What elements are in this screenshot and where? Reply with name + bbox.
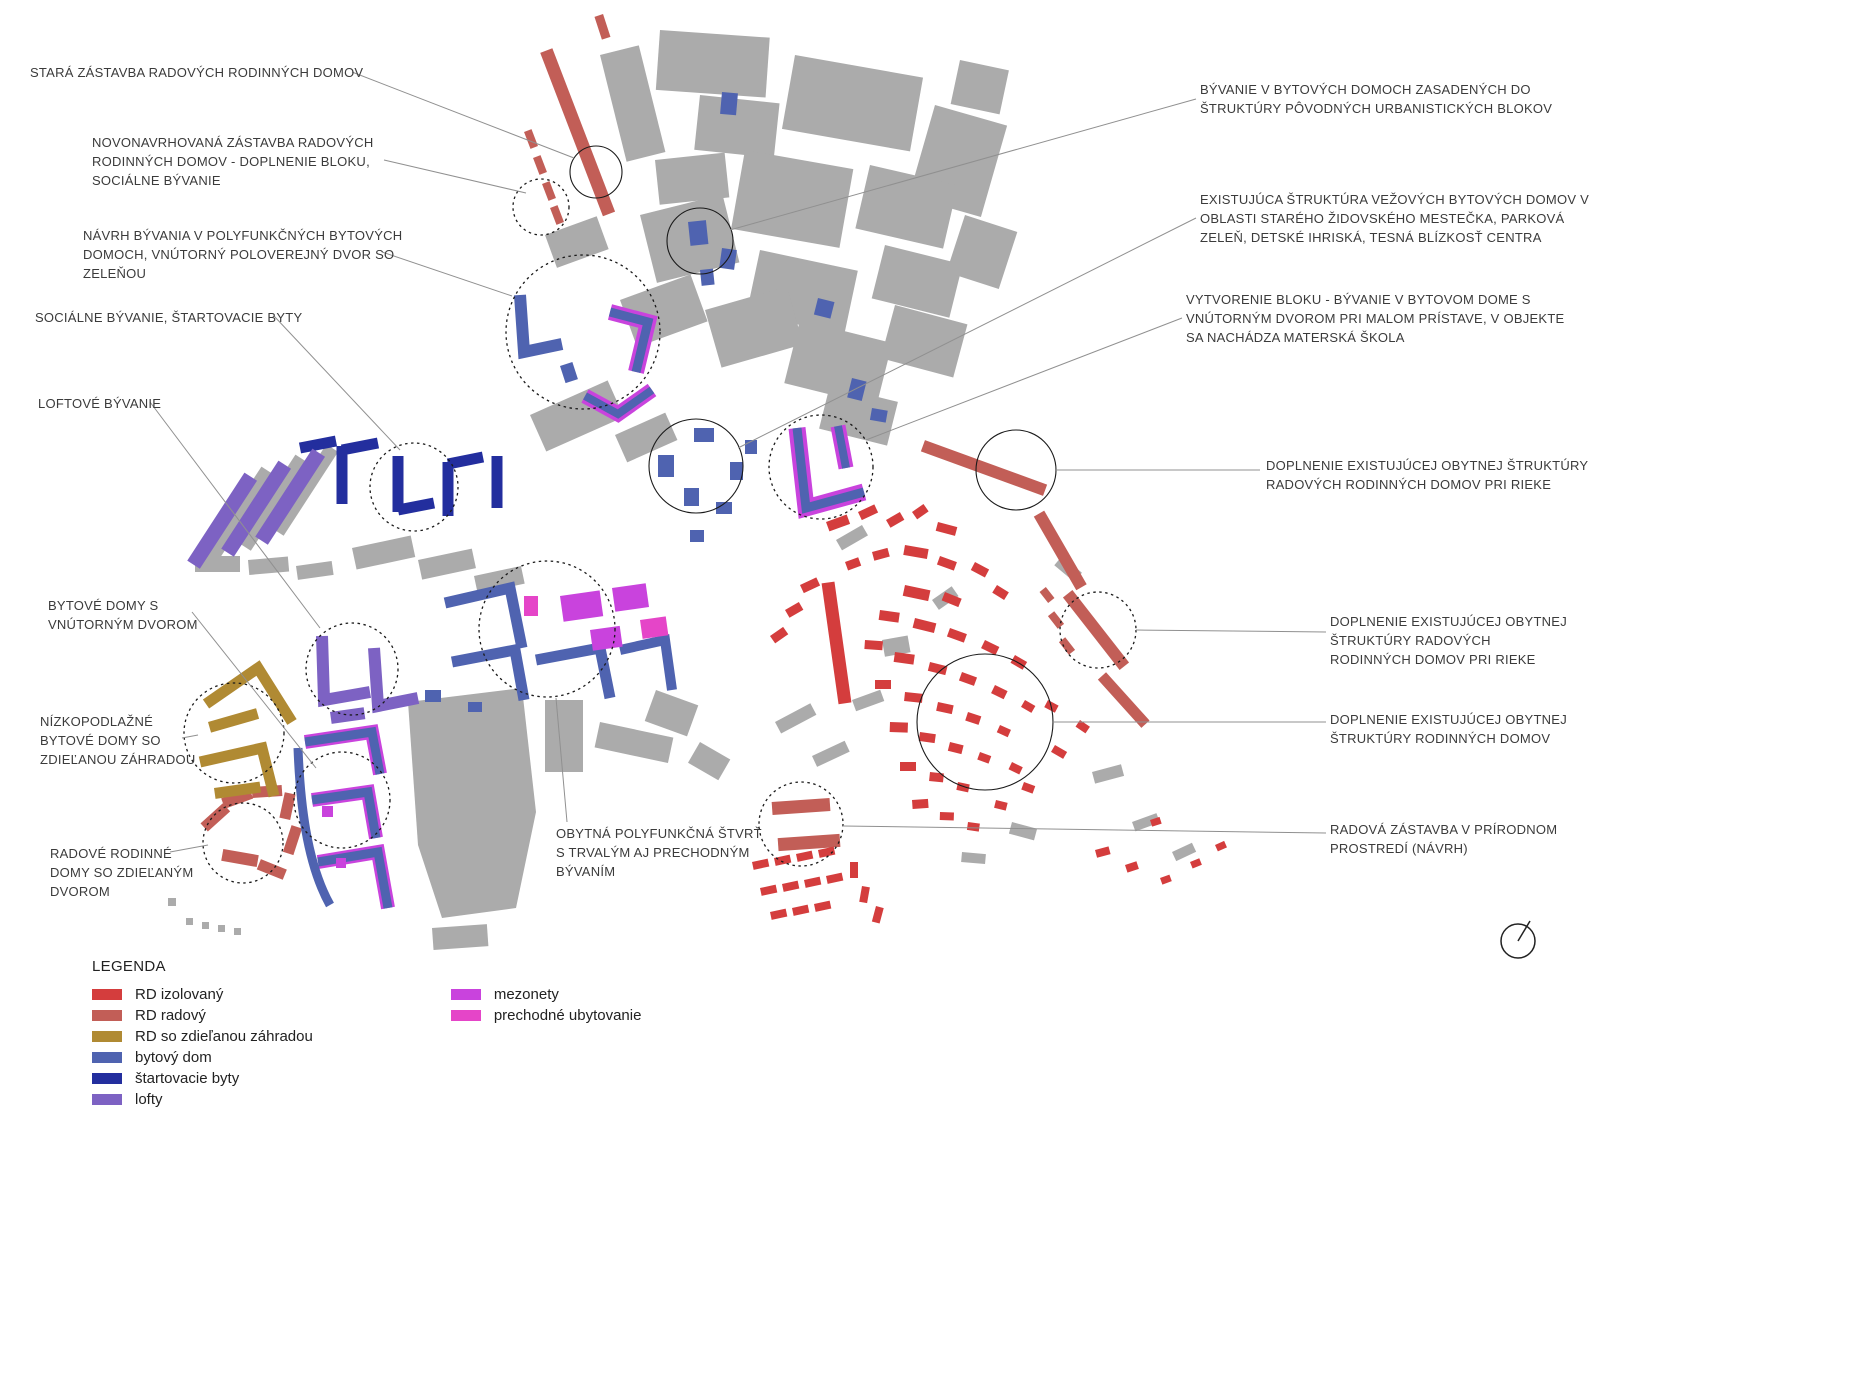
cluster-gray-existing-buildings [168, 29, 1197, 950]
annotation-byvanie-v-bytovych-domoch: BÝVANIE V BYTOVÝCH DOMOCH ZASADENÝCH DO … [1200, 82, 1553, 116]
legend-label: prechodné ubytovanie [493, 1007, 642, 1024]
legend-item-mezonety: mezonety [450, 984, 642, 1005]
legend-swatch-prechodne-ubytovanie [450, 1010, 481, 1021]
legend-swatch-rd-zdielana-zahrada [92, 1031, 122, 1042]
legend-item-rd-izolovany: RD izolovaný [92, 984, 313, 1005]
annotation-bytove-domy-dvor: BYTOVÉ DOMY S VNÚTORNÝM DVOROM [48, 598, 198, 632]
legend-label: mezonety [493, 986, 559, 1003]
cluster-startovacie-byty [298, 435, 503, 516]
legend-label: lofty [135, 1091, 163, 1108]
legend: LEGENDA RD izolovaný RD radový RD so zdi… [92, 958, 641, 1110]
annotation-loftove-byvanie: LOFTOVÉ BÝVANIE [38, 396, 162, 411]
legend-item-bytovy-dom: bytový dom [92, 1047, 313, 1068]
legend-label: RD so zdieľanou záhradou [135, 1028, 313, 1045]
legend-swatch-bytovy-dom [92, 1052, 122, 1063]
legend-item-rd-zdielana-zahrada: RD so zdieľanou záhradou [92, 1026, 313, 1047]
legend-item-startovacie-byty: štartovacie byty [92, 1068, 313, 1089]
annotation-doplnenie-pri-rieke-2: DOPLNENIE EXISTUJÚCEJ OBYTNEJ ŠTRUKTÚRY … [1330, 614, 1567, 667]
legend-item-lofty: lofty [92, 1089, 313, 1110]
legend-item-rd-radovy: RD radový [92, 1005, 313, 1026]
legend-swatch-rd-izolovany [92, 989, 122, 1000]
annotation-navrh-byvania-polyfunkcne: NÁVRH BÝVANIA V POLYFUNKČNÝCH BYTOVÝCH D… [83, 228, 403, 281]
legend-swatch-lofty [92, 1094, 122, 1105]
legend-label: štartovacie byty [135, 1070, 240, 1087]
north-indicator-icon [1500, 920, 1536, 959]
leader-lines [149, 71, 1327, 853]
cluster-rd-radovy [200, 14, 1150, 880]
annotation-radove-rodinne-domy: RADOVÉ RODINNÉ DOMY SO ZDIEĽANÝM DVOROM [50, 846, 194, 899]
legend-label: RD radový [135, 1007, 206, 1024]
annotation-stara-zastavba: STARÁ ZÁSTAVBA RADOVÝCH RODINNÝCH DOMOV [30, 65, 364, 80]
cluster-block-outlines [293, 294, 867, 910]
legend-title: LEGENDA [92, 958, 166, 975]
annotation-radova-zastavba-priroda: RADOVÁ ZÁSTAVBA V PRÍRODNOM PROSTREDÍ (N… [1330, 822, 1558, 856]
cluster-bytovy-dom-infill [425, 92, 888, 712]
annotation-vytvorenie-bloku: VYTVORENIE BLOKU - BÝVANIE V BYTOVOM DOM… [1186, 292, 1565, 345]
legend-swatch-rd-radovy [92, 1010, 122, 1021]
legend-label: bytový dom [135, 1049, 212, 1066]
legend-item-prechodne-ubytovanie: prechodné ubytovanie [450, 1005, 642, 1026]
legend-swatch-startovacie-byty [92, 1073, 122, 1084]
cluster-rd-zdielana-zahrada [198, 660, 297, 799]
annotation-doplnenie-pri-rieke-1: DOPLNENIE EXISTUJÚCEJ OBYTNEJ ŠTRUKTÚRY … [1266, 458, 1589, 492]
annotation-novonavrhovana-zastavba: NOVONAVRHOVANÁ ZÁSTAVBA RADOVÝCH RODINNÝ… [92, 135, 374, 188]
annotation-nizkopodlazne: NÍZKOPODLAŽNÉ BYTOVÉ DOMY SO ZDIEĽANOU Z… [40, 714, 196, 767]
legend-label: RD izolovaný [135, 986, 224, 1003]
annotation-doplnenie-rodinne-domy: DOPLNENIE EXISTUJÚCEJ OBYTNEJ ŠTRUKTÚRY … [1330, 712, 1567, 746]
annotation-existujuca-struktura: EXISTUJÚCA ŠTRUKTÚRA VEŽOVÝCH BYTOVÝCH D… [1200, 192, 1590, 245]
legend-swatch-mezonety [450, 989, 481, 1000]
annotation-obytna-polyfunkcna-stvrt: OBYTNÁ POLYFUNKČNÁ ŠTVRŤ S TRVALÝM AJ PR… [556, 826, 762, 879]
annotation-socialne-byvanie: SOCIÁLNE BÝVANIE, ŠTARTOVACIE BYTY [35, 310, 303, 325]
cluster-lofty [187, 448, 420, 724]
cluster-rd-izolovany [752, 503, 1227, 924]
